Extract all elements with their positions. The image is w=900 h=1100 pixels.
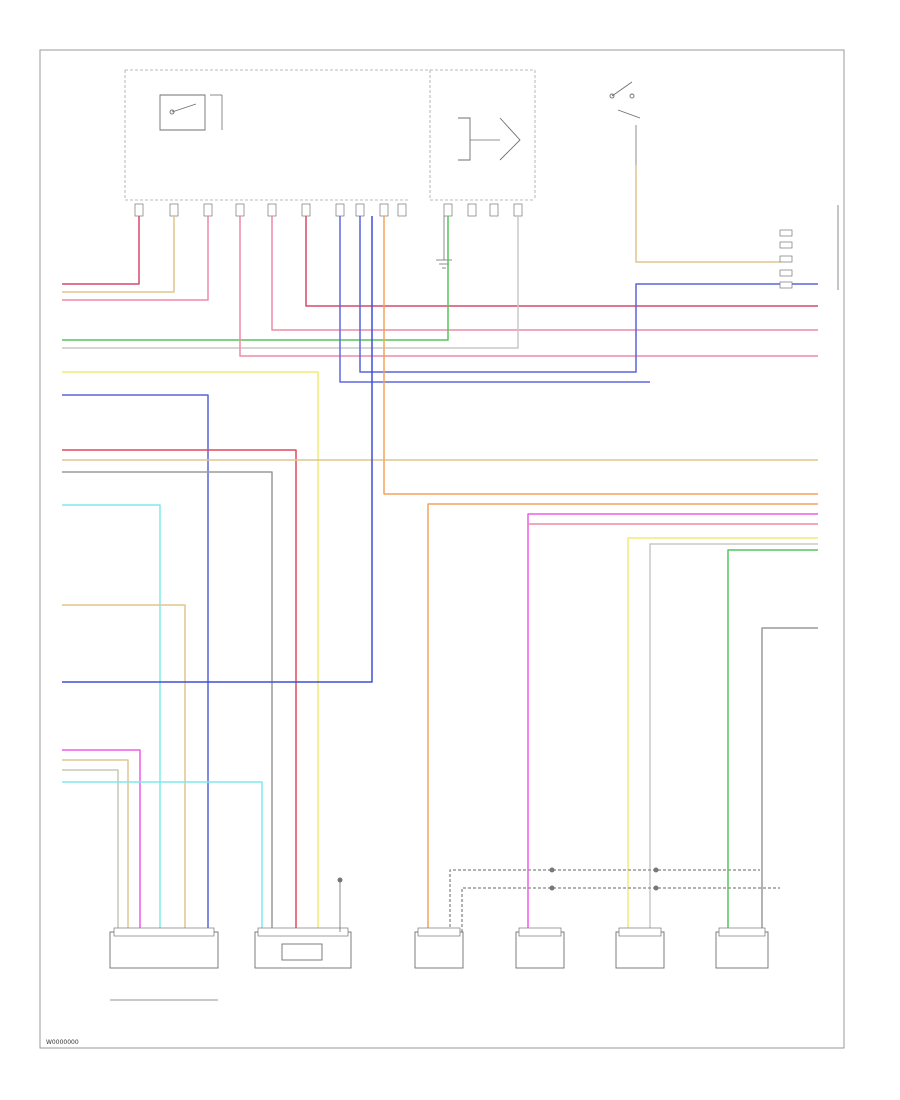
wire-gry-1 <box>761 627 818 932</box>
wire-lt-blu-2 <box>62 781 263 932</box>
wire-pnk-2 <box>271 216 818 331</box>
wire-yel-2 <box>627 537 818 932</box>
page-code: W0000000 <box>46 1039 79 1046</box>
wire-ppl-2 <box>62 749 141 932</box>
camshaft-position-sensor-3 <box>615 927 665 969</box>
ground-symbol <box>436 216 452 269</box>
wire-pnk-1 <box>62 216 209 301</box>
wires <box>62 165 818 932</box>
wire-ppl-1 <box>527 513 818 932</box>
control-module-terminals <box>779 229 793 289</box>
ignition-switch <box>609 81 641 165</box>
camshaft-position-sensor-1 <box>414 927 464 969</box>
wire-blu-1 <box>339 216 650 383</box>
wire-org-1 <box>383 216 818 495</box>
wire-org-2 <box>427 503 818 932</box>
wire-grn-2 <box>727 549 818 932</box>
wire-pnk-blk-2 <box>305 216 818 307</box>
fuse-block-boxes <box>124 69 536 201</box>
wire-wht-1 <box>62 216 519 349</box>
wire-dash-upper <box>449 869 760 932</box>
wire-lt-blu-1 <box>62 504 161 932</box>
diagram-frame <box>39 49 845 1049</box>
throttle-actuator-control <box>254 880 352 969</box>
fuse-block-relay <box>159 94 223 131</box>
wire-blk-wht-1 <box>62 769 119 932</box>
wire-tan-3 <box>62 604 186 932</box>
camshaft-position-sensor-2 <box>515 927 565 969</box>
wire-blk-1 <box>62 471 273 932</box>
wire-blu-blk-1 <box>62 394 209 932</box>
wire-pnk-blk-1 <box>62 216 140 285</box>
camshaft-position-sensor-4 <box>715 927 769 969</box>
wire-dash-lower <box>461 887 780 932</box>
wire-tan-1 <box>62 216 175 293</box>
splice-points <box>337 867 659 891</box>
wire-tan-4 <box>62 759 129 932</box>
wire-pnk-3 <box>239 216 818 357</box>
wire-wht-2 <box>649 543 818 932</box>
wire-blu-2 <box>359 216 818 373</box>
fuse-block-connectors <box>134 203 523 217</box>
accelerator-pedal-position-sensor <box>109 927 219 1001</box>
wire-red-1 <box>62 449 297 932</box>
wire-dk-blu-1 <box>62 216 373 683</box>
ignition-relay <box>458 117 521 161</box>
wire-grn-1 <box>62 216 449 341</box>
wire-yel-1 <box>62 371 319 932</box>
wire-tan-5 <box>635 165 780 263</box>
